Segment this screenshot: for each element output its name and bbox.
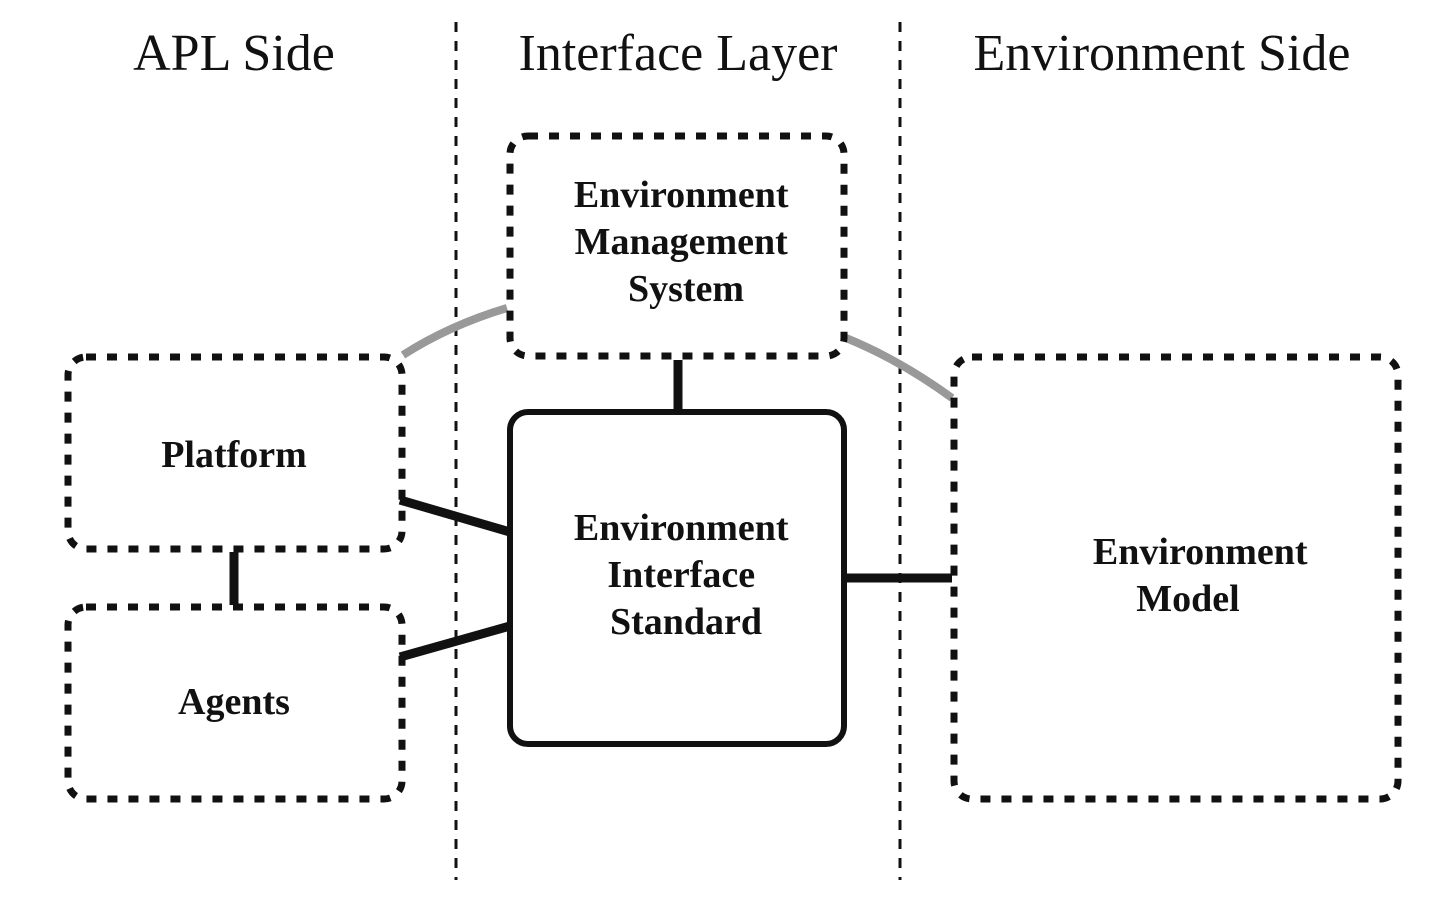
svg-text:Environment Model: Environment Model <box>1093 531 1317 620</box>
column-title-interface-layer: Interface Layer <box>519 25 838 82</box>
svg-text:Environment Management: Environment Management System <box>574 174 798 310</box>
environment-interface-standard-box: Environment Interface Standard <box>507 409 847 747</box>
column-title-environment-side: Environment Side <box>974 25 1351 82</box>
ems-label-line-1: Environment <box>574 174 789 216</box>
connector-platform-to-ems <box>400 304 509 359</box>
environment-management-system-box: Environment Management System <box>506 132 848 360</box>
platform-box: Platform <box>64 353 406 553</box>
svg-text:Environment Interface: Environment Interface Standard <box>574 507 798 643</box>
eis-label-line-3: Standard <box>610 601 762 643</box>
eis-label-line-1: Environment <box>574 507 789 549</box>
environment-model-label-line-1: Environment <box>1093 531 1308 573</box>
ems-label-line-2: Management <box>575 221 789 263</box>
agents-box: Agents <box>64 603 406 803</box>
platform-label: Platform <box>161 434 307 476</box>
ems-label-line-3: System <box>628 268 744 310</box>
agents-label: Agents <box>178 681 290 723</box>
environment-model-box: Environment Model <box>950 353 1402 803</box>
eis-label-line-2: Interface <box>607 554 755 596</box>
connector-ems-to-environment-model <box>844 334 955 402</box>
column-title-apl-side: APL Side <box>133 25 335 82</box>
environment-model-label-line-2: Model <box>1136 578 1239 620</box>
connector-agents-to-eis <box>398 621 512 662</box>
connector-platform-to-eis <box>398 495 512 537</box>
